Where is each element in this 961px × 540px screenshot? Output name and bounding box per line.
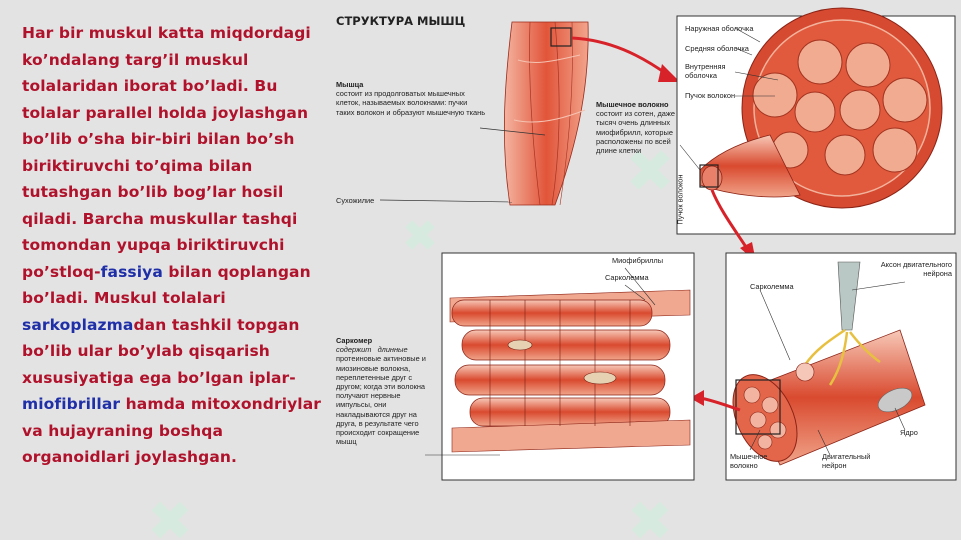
fiber-label: Мышечное волокно состоит из сотен, даже … xyxy=(596,100,676,155)
bundle-cross-section xyxy=(679,7,943,209)
outer-sheath-label: Наружная оболочка xyxy=(685,24,754,33)
myofibrils-label: Миофибриллы xyxy=(612,256,664,265)
middle-sheath-label: Средняя оболочка xyxy=(685,44,749,53)
nucleus-label: Ядро xyxy=(900,428,918,437)
sarcomere-title: Саркомер xyxy=(336,336,373,345)
muscle-description-text: Har bir muskul katta miqdordagi ko’ndala… xyxy=(22,20,322,471)
fiber-label-text: состоит из сотен, даже тысяч очень длинн… xyxy=(596,109,675,156)
term-fascia: fassiya xyxy=(100,262,163,281)
tendon-label: Сухожилие xyxy=(336,196,375,205)
term-sarcoplasm: sarkoplazma xyxy=(22,315,134,334)
sarcomere-sub1: содержит xyxy=(336,345,372,355)
muscle-fiber-neuron xyxy=(732,261,926,466)
fiber-bundle-label: Пучок волокон xyxy=(685,91,736,100)
fiber-bundle-vertical-label: Пучок волокон xyxy=(675,174,685,225)
text-part-3: dan tashkil topgan bo’lib ular bo’ylab q… xyxy=(22,315,300,387)
text-part-4: hamda mitoxondriylar va hujayraning bosh… xyxy=(22,395,322,466)
muscle-fiber-label: Мышечное волокно xyxy=(730,452,768,471)
muscle-label: Мышца состоит из продолговатых мышечных … xyxy=(336,80,486,117)
motor-neuron-label: Двигательный нейрон xyxy=(822,452,871,471)
sarcolemma-right-label: Сарколемма xyxy=(750,282,794,291)
sarcolemma-left-label: Сарколемма xyxy=(605,273,649,282)
fiber-label-title: Мышечное волокно xyxy=(596,100,669,109)
text-part-1: Har bir muskul katta miqdordagi ko’ndala… xyxy=(22,24,311,281)
sarcomere-text: протеиновые актиновые и миозиновые волок… xyxy=(336,354,426,447)
thigh-muscle-drawing xyxy=(379,21,589,206)
axon-label: Аксон двигательного нейрона xyxy=(880,260,952,279)
muscle-label-text: состоит из продолговатых мышечных клеток… xyxy=(336,89,486,117)
sarcomere-label: Саркомер содержит длинные протеиновые ак… xyxy=(336,336,432,446)
inner-sheath-label: Внутренняя оболочка xyxy=(685,62,726,81)
muscle-label-title: Мышца xyxy=(336,80,364,89)
figure-title: СТРУКТУРА МЫШЦ xyxy=(336,14,466,28)
myofibril-drawing xyxy=(425,267,691,456)
term-myofibrils: miofibrillar xyxy=(22,395,121,413)
text-part-2: bilan qoplangan bo’ladi. Muskul tolalari xyxy=(22,262,311,308)
sarcomere-sub2: длинные xyxy=(377,345,408,355)
